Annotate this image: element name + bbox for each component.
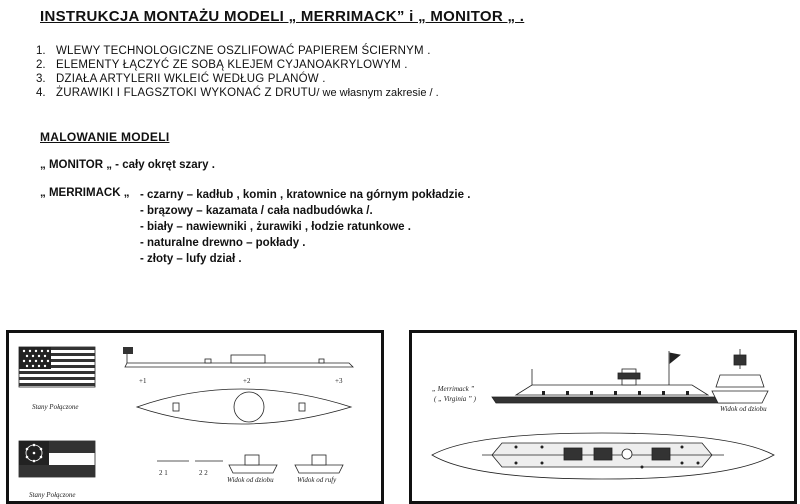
paint-item: - złoty – lufy dział . (140, 253, 242, 265)
monitor-drawings (18, 346, 354, 478)
label-21: 2 1 (159, 469, 168, 477)
flag1-caption: Stany Połączone (32, 403, 79, 411)
us-flag-icon (18, 346, 96, 388)
monitor-side-view (123, 347, 354, 368)
ship-name: „ Merrimack ” (432, 385, 475, 393)
confederate-flag-icon (18, 440, 96, 478)
paint-item: - brązowy – kazamata / cała nadbudówka /… (140, 205, 373, 217)
paint-item: - biały – nawiewniki , żurawiki , łodzie… (140, 221, 411, 233)
step-item: 3.DZIAŁA ARTYLERII WKLEIĆ WEDŁUG PLANÓW … (36, 73, 326, 85)
page-title: INSTRUKCJA MONTAŻU MODELI „ MERRIMACK” i… (40, 8, 525, 25)
merrimack-front-view (711, 349, 769, 404)
ship-sub-name: ( „ Virginia ” ) (434, 395, 477, 403)
marker-1: +1 (139, 377, 147, 385)
step-item: 1.WLEWY TECHNOLOGICZNE OSZLIFOWAĆ PAPIER… (36, 45, 431, 57)
view-front-caption: Widok od dziobu (720, 405, 767, 413)
painting-heading: MALOWANIE MODELI (40, 130, 170, 144)
monitor-top-view (135, 388, 353, 425)
monitor-paint-line: „ MONITOR „ - cały okręt szary . (40, 159, 215, 171)
paint-item: - naturalne drewno – pokłady . (140, 237, 306, 249)
merrimack-top-view (431, 432, 775, 480)
step-item: 4.ŻURAWIKI I FLAGSZTOKI WYKONAĆ Z DRUTU … (36, 87, 439, 99)
monitor-detail-views (157, 454, 344, 474)
step-item: 2.ELEMENTY ŁĄCZYĆ ZE SOBĄ KLEJEM CYJANOA… (36, 59, 408, 71)
flag2-caption: Stany Połączone (29, 491, 76, 499)
view-front-caption: Widok od dziobu (227, 476, 274, 484)
merrimack-paint-list: - czarny – kadłub , komin , kratownice n… (140, 187, 470, 267)
label-22: 2 2 (199, 469, 208, 477)
merrimack-label: „ MERRIMACK „ (40, 187, 130, 199)
merrimack-side-view (491, 351, 739, 404)
marker-2: +2 (243, 377, 251, 385)
assembly-steps: 1.WLEWY TECHNOLOGICZNE OSZLIFOWAĆ PAPIER… (36, 44, 439, 100)
monitor-drawing-panel: Stany Połączone Stany Połączone +1 +2 +3… (6, 330, 384, 504)
merrimack-drawings (431, 349, 775, 480)
merrimack-drawing-panel: „ Merrimack ” ( „ Virginia ” ) Widok od … (409, 330, 797, 504)
marker-3: +3 (335, 377, 343, 385)
view-stern-caption: Widok od rufy (297, 476, 337, 484)
paint-item: - czarny – kadłub , komin , kratownice n… (140, 189, 471, 201)
